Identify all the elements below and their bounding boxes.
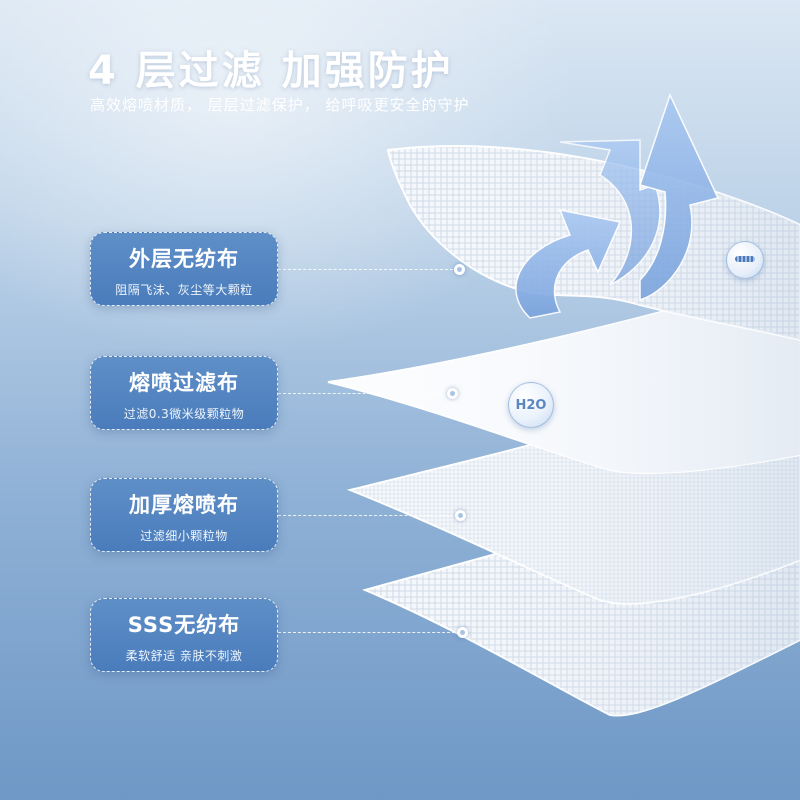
layer-description: 过滤0.3微米级颗粒物 — [123, 407, 245, 421]
subheadline: 高效熔喷材质， 层层过滤保护， 给呼吸更安全的守护 — [90, 96, 470, 114]
layer-title: SSS无纺布 — [127, 613, 241, 637]
h2o-badge: H2O — [508, 382, 554, 428]
layer-card-meltblown: 熔喷过滤布 过滤0.3微米级颗粒物 — [90, 356, 278, 430]
layer-card-thick-meltblown: 加厚熔喷布 过滤细小颗粒物 — [90, 478, 278, 552]
fiber-bubble-icon — [726, 241, 764, 279]
connector-line — [278, 632, 460, 633]
connector-line — [278, 393, 450, 394]
layer-marker-dot — [447, 388, 458, 399]
layer-description: 柔软舒适 亲肤不刺激 — [125, 649, 243, 663]
layer-title: 外层无纺布 — [129, 247, 239, 271]
connector-line — [278, 269, 458, 270]
connector-line — [278, 515, 458, 516]
layer-marker-dot — [457, 627, 468, 638]
layer-marker-dot — [454, 264, 465, 275]
layer-title: 熔喷过滤布 — [129, 371, 239, 395]
headline: 4 层过滤 加强防护 — [88, 48, 454, 94]
layer-description: 过滤细小颗粒物 — [140, 529, 228, 543]
layer-meltblown-sheet — [327, 273, 800, 475]
airflow-arrows — [515, 92, 720, 319]
layer-marker-dot — [455, 510, 466, 521]
layer-title: 加厚熔喷布 — [129, 493, 239, 517]
airflow-arrow-right — [639, 92, 720, 302]
airflow-arrow-left — [515, 208, 622, 319]
layer-card-outer-nonwoven: 外层无纺布 阻隔飞沫、灰尘等大颗粒 — [90, 232, 278, 306]
layer-card-sss-nonwoven: SSS无纺布 柔软舒适 亲肤不刺激 — [90, 598, 278, 672]
layer-description: 阻隔飞沫、灰尘等大颗粒 — [115, 283, 253, 297]
